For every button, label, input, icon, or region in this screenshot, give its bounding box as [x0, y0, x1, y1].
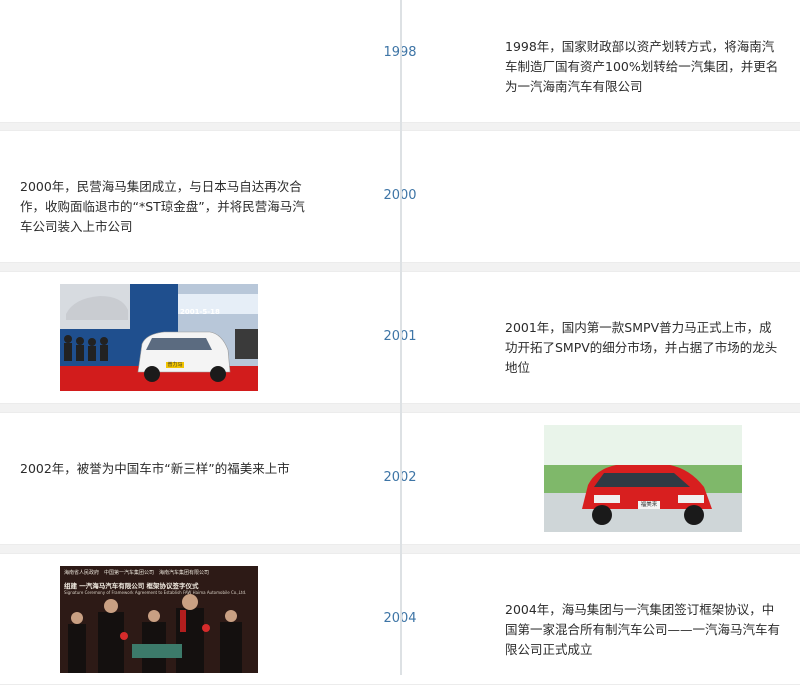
photo-date-caption: 2001-5-18: [180, 308, 220, 316]
car-plate: 普力马: [167, 362, 183, 368]
banner-line-2: 组建 一汽海马汽车有限公司 框架协议签字仪式: [64, 582, 199, 590]
signing-ceremony-photo: 海南省人民政府 中国第一汽车集团公司 海南汽车集团有限公司 组建 一汽海马汽车有…: [60, 566, 258, 673]
timeline-text: 2001年，国内第一款SMPV普力马正式上市，成功开拓了SMPV的细分市场，并占…: [505, 320, 778, 375]
timeline-axis: [400, 0, 402, 675]
car-plate: 福美来: [638, 501, 660, 509]
timeline-text: 2002年，被誉为中国车市“新三样”的福美来上市: [20, 461, 290, 476]
banner-line-3: Signature Ceremony of Framework Agreemen…: [64, 590, 247, 595]
timeline-text: 1998年，国家财政部以资产划转方式，将海南汽车制造厂国有资产100%划转给一汽…: [505, 39, 779, 94]
red-sedan-photo: 福美来: [544, 425, 742, 532]
launch-event-photo: 2001-5-18 普力马: [60, 284, 258, 391]
timeline-text: 2000年，民营海马集团成立，与日本马自达再次合作，收购面临退市的“*ST琼金盘…: [20, 179, 305, 234]
banner-line-1: 海南省人民政府 中国第一汽车集团公司 海南汽车集团有限公司: [64, 570, 210, 576]
timeline-text: 2004年，海马集团与一汽集团签订框架协议，中国第一家混合所有制汽车公司——一汽…: [505, 602, 781, 657]
